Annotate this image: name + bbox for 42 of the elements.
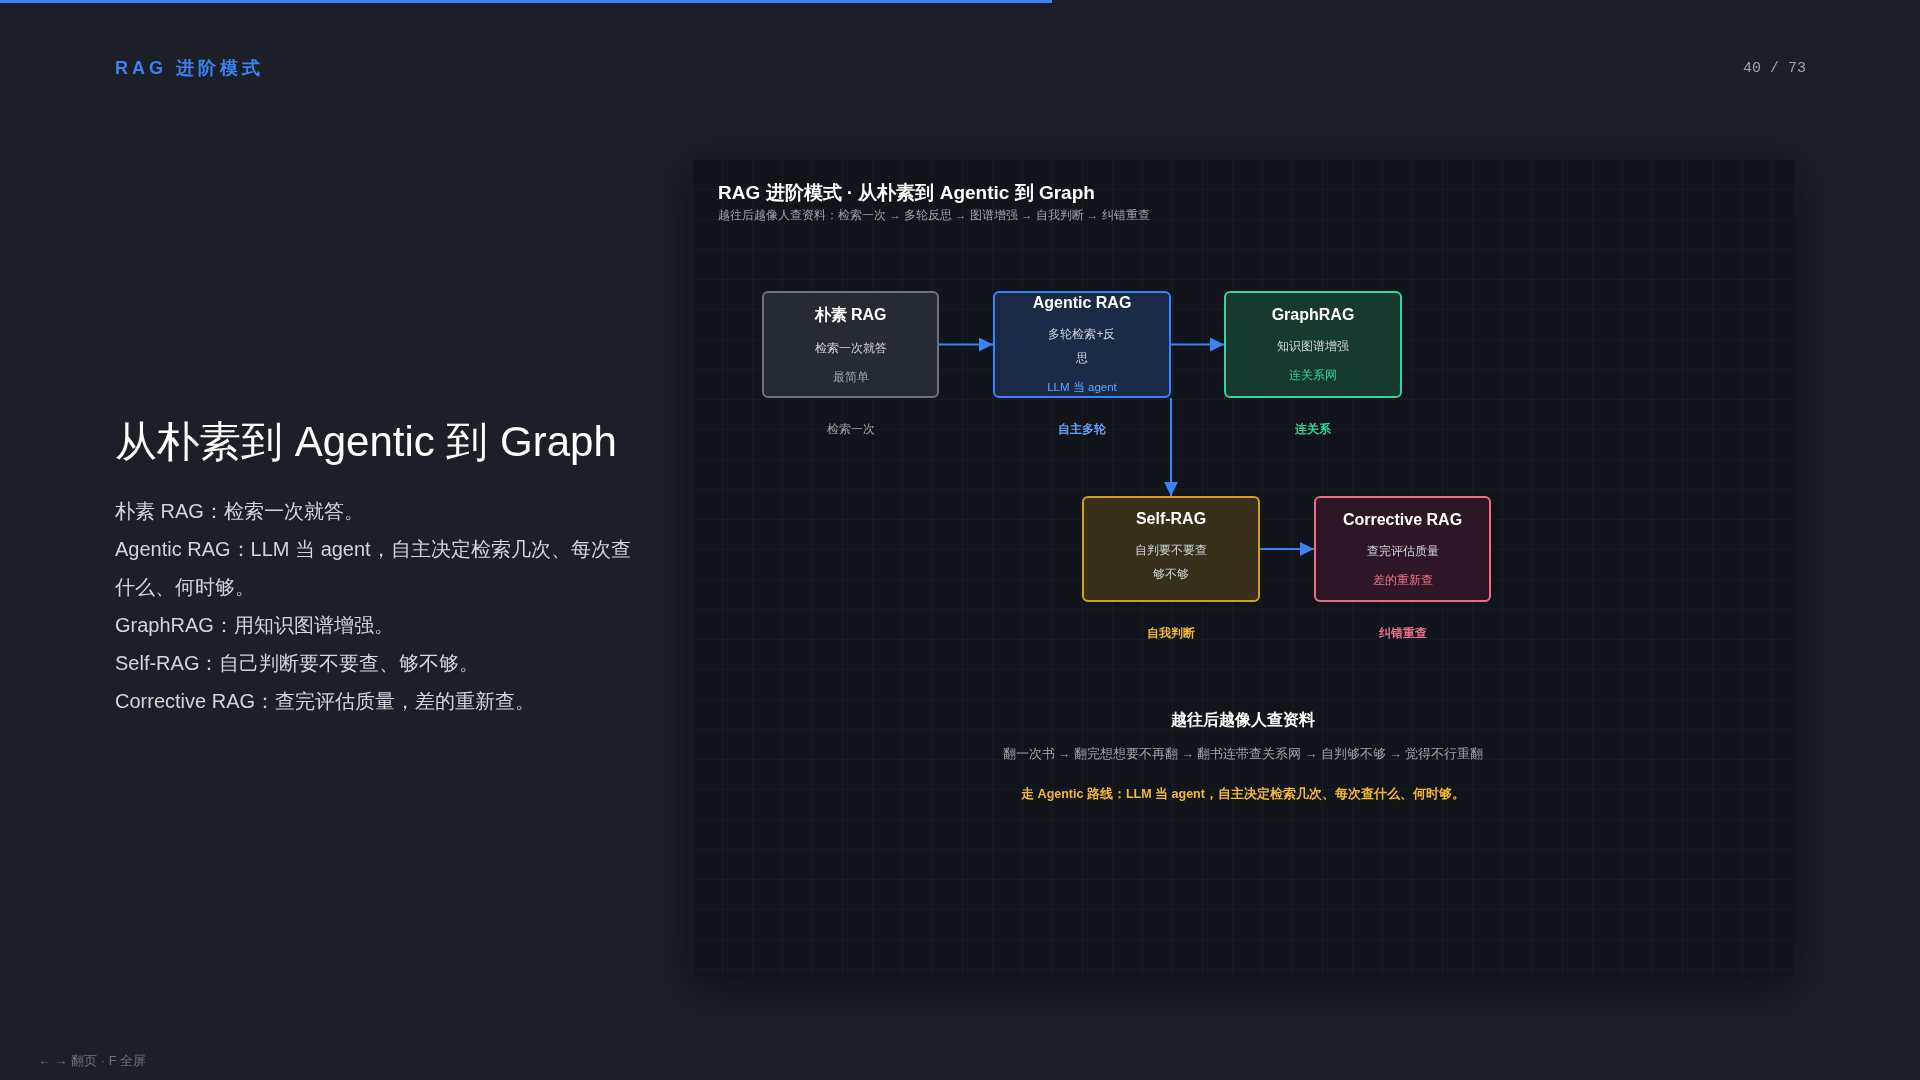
box-title: GraphRAG bbox=[1271, 306, 1355, 324]
stage-box bbox=[993, 291, 1171, 398]
arrow bbox=[1259, 542, 1315, 556]
stage-label: 连关系 bbox=[1294, 422, 1332, 437]
panel-title: RAG 进阶模式 · 从朴素到 Agentic 到 Graph bbox=[718, 181, 1095, 205]
box-note: 最简单 bbox=[832, 369, 869, 385]
box-description: 自判要不要查够不够 bbox=[1134, 542, 1208, 583]
box-title: Corrective RAG bbox=[1342, 510, 1463, 529]
summary-heading: 越往后越像人查资料 bbox=[1170, 710, 1316, 730]
stage-box bbox=[1314, 496, 1491, 602]
box-description: 检索一次就答 bbox=[814, 339, 887, 357]
box-note: LLM 当 agent bbox=[1047, 380, 1117, 395]
body-text: Self-RAG：自己判断要不要查、够不够。 bbox=[115, 651, 481, 676]
box-note: 差的重新查 bbox=[1372, 572, 1433, 588]
arrow bbox=[1170, 337, 1225, 352]
box-title: Self-RAG bbox=[1135, 510, 1207, 528]
stage-label: 自主多轮 bbox=[1057, 422, 1107, 437]
box-title: 朴素 RAG bbox=[814, 304, 887, 325]
slide-heading: 从朴素到 Agentic 到 Graph bbox=[115, 417, 617, 467]
body-text: Corrective RAG：查完评估质量，差的重新查。 bbox=[115, 689, 537, 714]
arrow bbox=[938, 337, 994, 352]
box-description: 多轮检索+反思 bbox=[1047, 326, 1117, 367]
box-title: Agentic RAG bbox=[1032, 294, 1132, 312]
box-note: 连关系网 bbox=[1289, 368, 1337, 383]
stage-box bbox=[1082, 496, 1260, 602]
summary-text: 翻一次书 → 翻完想想要不再翻 → 翻书连带查关系网 → 自判够不够 → 觉得不行重翻 bbox=[1001, 746, 1485, 763]
stage-label: 检索一次 bbox=[825, 422, 876, 437]
body-text: 朴素 RAG：检索一次就答。 bbox=[115, 499, 365, 524]
footer-hint: ← → 翻页 · F 全屏 bbox=[38, 1052, 147, 1070]
note-text: 走 Agentic 路线：LLM 当 agent，自主决定检索几次、每次查什么、何时够。 bbox=[1020, 786, 1466, 803]
arrow bbox=[1164, 397, 1178, 497]
body-text: GraphRAG：用知识图谱增强。 bbox=[115, 613, 395, 638]
box-description: 知识图谱增强 bbox=[1277, 338, 1349, 355]
page-number: 40 / 73 bbox=[1743, 60, 1806, 77]
body-text: Agentic RAG：LLM 当 agent，自主决定检索几次、每次查什么、何时够。 bbox=[115, 537, 632, 600]
stage-label: 纠错重查 bbox=[1377, 626, 1428, 641]
stage-box bbox=[1224, 291, 1402, 398]
stage-label: 自我判断 bbox=[1146, 626, 1196, 641]
box-description: 查完评估质量 bbox=[1366, 542, 1439, 560]
panel-subtitle: 越往后越像人查资料：检索一次 → 多轮反思 → 图谱增强 → 自我判断 → 纠错重查 bbox=[718, 208, 1150, 223]
header-title: RAG 进阶模式 bbox=[115, 57, 264, 80]
stage-box bbox=[762, 291, 939, 398]
